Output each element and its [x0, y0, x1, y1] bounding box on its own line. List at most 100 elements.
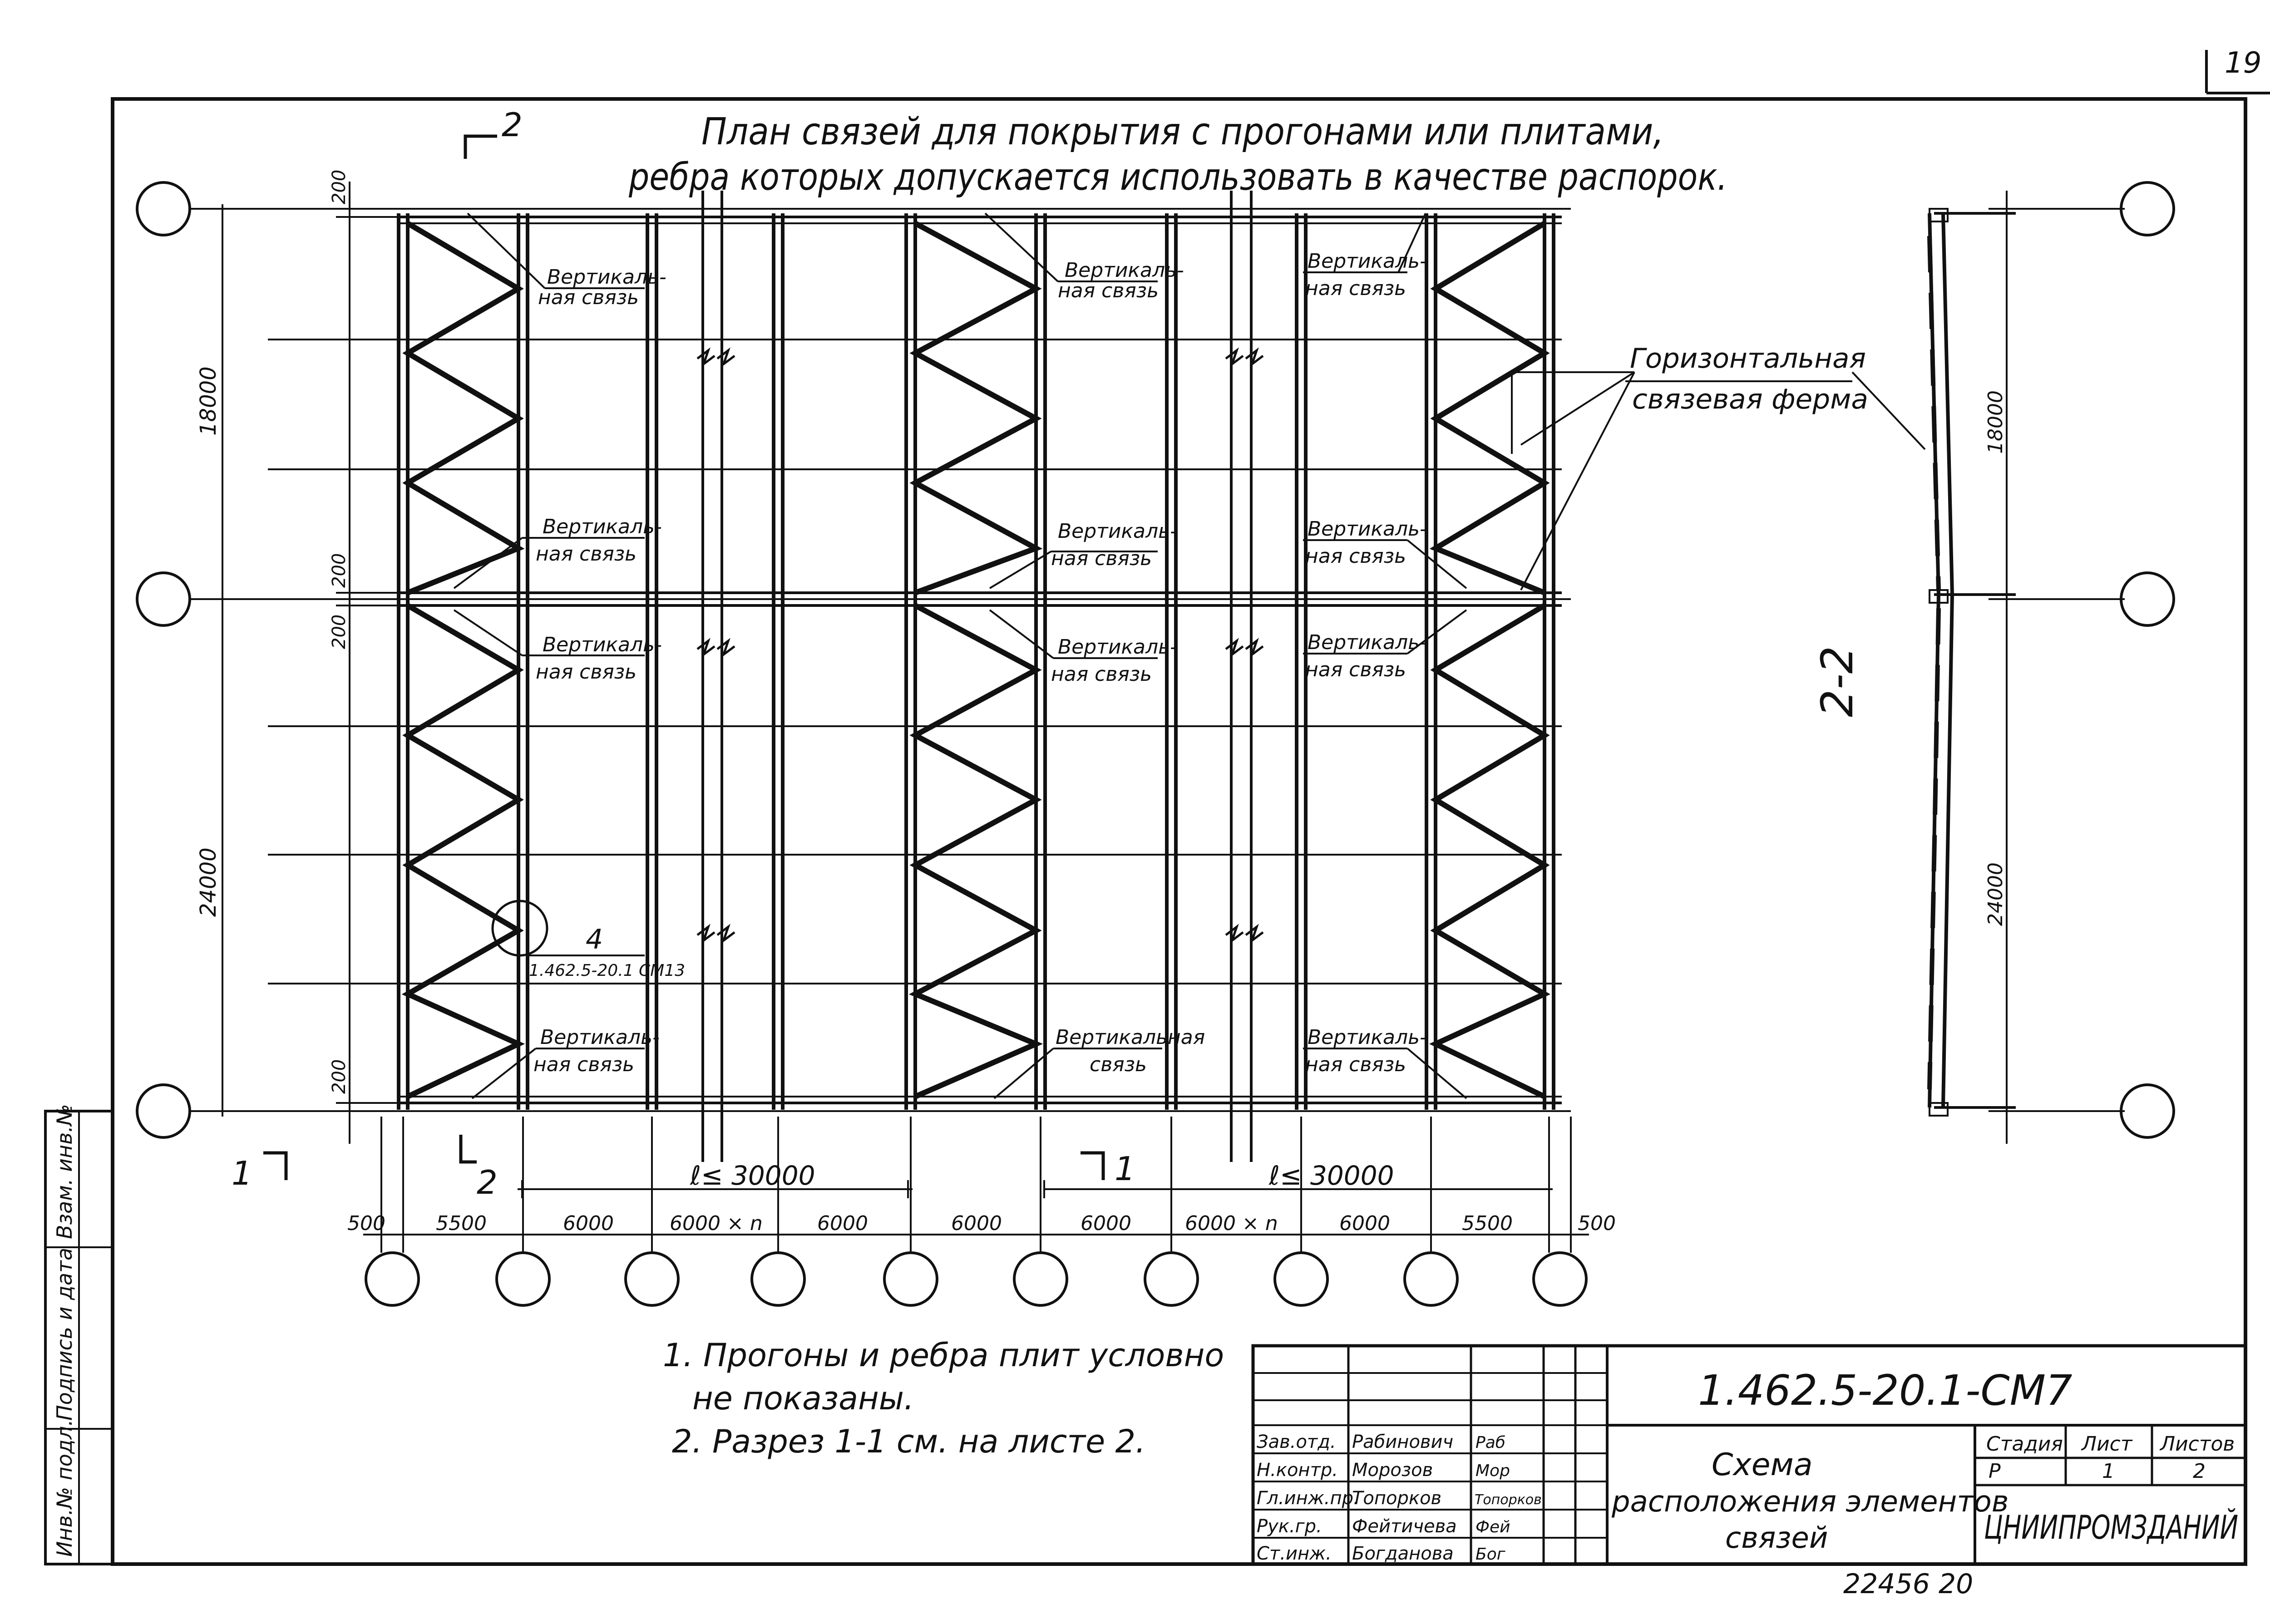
callout-9-l2: ная связь	[1305, 658, 1406, 681]
vertical-bracing-callouts: Вертикаль- ная связь Вертикаль- ная связ…	[533, 250, 1427, 1076]
bottom-numbers: 22456 20	[1843, 1568, 1973, 1600]
left-dimension-chain	[200, 182, 404, 1144]
bay-dim-0: 500	[347, 1212, 385, 1235]
name-5: Богданова	[1352, 1543, 1454, 1564]
sign-1: Раб	[1476, 1433, 1505, 1452]
sheets-header: Листов	[2159, 1432, 2235, 1456]
bay-dim-8: 6000	[1339, 1212, 1390, 1235]
callout-5-l1: Вертикаль-	[1058, 520, 1177, 543]
role-3: Гл.инж.пр.	[1257, 1488, 1359, 1509]
note-2: 2. Разрез 1-1 см. на листе 2.	[672, 1423, 1145, 1460]
callout-5-l2: ная связь	[1051, 547, 1152, 570]
bay-dim-3: 6000 × n	[670, 1212, 763, 1235]
stage-value: Р	[1989, 1460, 2001, 1483]
sign-3: Топорков	[1475, 1492, 1542, 1508]
role-2: Н.контр.	[1257, 1460, 1338, 1481]
section-mark-1-left: 1	[232, 1154, 252, 1192]
row-axis-circle-top-left	[136, 181, 191, 236]
callout-3-l2: ная связь	[1305, 277, 1406, 300]
bay-dim-1: 5500	[436, 1212, 487, 1235]
detail-circle	[491, 900, 548, 957]
callout-7-l2: ная связь	[536, 660, 637, 684]
title-block-roles: Зав.отд. Рабинович Раб Н.контр. Морозов …	[1257, 1432, 1542, 1564]
plan-title-line2: ребра которых допускается использовать в…	[628, 156, 1727, 199]
role-1: Зав.отд.	[1257, 1432, 1336, 1452]
callout-3-l1: Вертикаль-	[1308, 250, 1427, 273]
doc-code: 1.462.5-20.1-СМ7	[1698, 1366, 2073, 1415]
drawing-title-l3: связей	[1725, 1521, 1828, 1555]
callout-1-l1: Вертикаль-	[547, 266, 666, 289]
callout-10-l1: Вертикаль-	[540, 1026, 660, 1049]
sheet-header: Лист	[2081, 1432, 2133, 1456]
section-2-2-label: 2-2	[1812, 646, 1863, 717]
drawing-title-l1: Схема	[1712, 1447, 1813, 1483]
section-2-2-dim-18000: 18000	[1984, 390, 2007, 454]
callout-2-l1: Вертикаль-	[1065, 259, 1184, 282]
callout-1-l2: ная связь	[538, 286, 639, 309]
callout-12-l2: ная связь	[1305, 1053, 1406, 1076]
callout-6-l2: ная связь	[1305, 545, 1406, 568]
section-mark-2-bottom: 2	[477, 1163, 498, 1201]
callout-4-l2: ная связь	[536, 542, 637, 566]
column-axis-markers	[365, 1251, 1588, 1307]
callout-9-l1: Вертикаль-	[1308, 631, 1427, 654]
section-mark-1-mid: 1	[1115, 1150, 1135, 1188]
bay-dim-10: 500	[1578, 1212, 1616, 1235]
section-2-2	[1511, 191, 2125, 1144]
detail-reference: 4 1.462.5-20.1 СМ13	[491, 900, 685, 980]
note-1: 1. Прогоны и ребра плит условно	[663, 1337, 1224, 1374]
organization: ЦНИИПРОМЗДАНИЙ	[1984, 1508, 2238, 1546]
callout-4-l1: Вертикаль-	[543, 515, 662, 538]
sign-5: Бог	[1476, 1545, 1506, 1564]
bay-dimension-chain	[363, 1117, 1589, 1253]
horizontal-truss-callout-l2: связевая ферма	[1632, 384, 1868, 415]
callout-11-l1: Вертикальная	[1056, 1026, 1205, 1049]
span-dimensions	[518, 1180, 1553, 1198]
dim-200-mid-a: 200	[329, 553, 350, 588]
bay-dim-9: 5500	[1462, 1212, 1513, 1235]
callout-6-l1: Вертикаль-	[1308, 517, 1427, 541]
callout-2-l2: ная связь	[1058, 279, 1159, 302]
row-axis-circle-mid-left	[136, 571, 191, 627]
bay-dim-7: 6000 × n	[1185, 1212, 1278, 1235]
dim-18000: 18000	[196, 366, 221, 436]
sheet-frame	[111, 50, 2270, 1566]
callout-10-l2: ная связь	[533, 1053, 634, 1076]
note-1-cont: не показаны.	[692, 1380, 914, 1417]
span-label-1: ℓ≤ 30000	[690, 1160, 815, 1191]
horizontal-truss-callout-l1: Горизонтальная	[1630, 343, 1866, 374]
dim-200-bottom: 200	[329, 1059, 350, 1094]
detail-ref: 1.462.5-20.1 СМ13	[529, 961, 685, 980]
sheet-value: 1	[2102, 1460, 2115, 1483]
bay-dim-6: 6000	[1081, 1212, 1131, 1235]
name-4: Фейтичева	[1352, 1516, 1457, 1537]
dim-200-mid-b: 200	[329, 615, 350, 649]
dim-200-top: 200	[329, 170, 350, 204]
bay-dim-2: 6000	[563, 1212, 614, 1235]
horizontal-bracing	[401, 221, 1551, 1099]
span-label-2: ℓ≤ 30000	[1268, 1160, 1394, 1191]
drawing-title-l2: расположения элементов	[1611, 1485, 2008, 1519]
row-axis-circle-mid-right	[2120, 571, 2175, 627]
stage-header: Стадия	[1986, 1432, 2063, 1456]
callout-12-l1: Вертикаль-	[1308, 1026, 1427, 1049]
sheets-value: 2	[2193, 1460, 2206, 1483]
callout-leaders	[453, 212, 1467, 1099]
detail-number: 4	[586, 924, 603, 955]
row-axis-circle-top-right	[2120, 181, 2175, 236]
sign-2: Мор	[1476, 1462, 1510, 1480]
section-mark-2-top: 2	[502, 106, 523, 144]
title-block-grid	[1251, 1344, 2247, 1566]
row-axis-markers	[136, 181, 2175, 1139]
stamp-replacement-inv: Взам. инв.№	[52, 1104, 77, 1239]
role-4: Рук.гр.	[1257, 1516, 1322, 1537]
callout-8-l2: ная связь	[1051, 663, 1152, 686]
dim-24000: 24000	[196, 847, 221, 917]
bay-dimension-labels: 500 5500 6000 6000 × n 6000 6000 6000 60…	[347, 1212, 1616, 1235]
section-2-2-dim-24000: 24000	[1984, 862, 2007, 926]
callout-7-l1: Вертикаль-	[543, 633, 662, 656]
truss-lines	[397, 191, 1555, 1162]
name-2: Морозов	[1352, 1460, 1433, 1481]
bay-dim-5: 6000	[951, 1212, 1002, 1235]
stamp-signature-date: Подпись и дата	[52, 1248, 77, 1421]
